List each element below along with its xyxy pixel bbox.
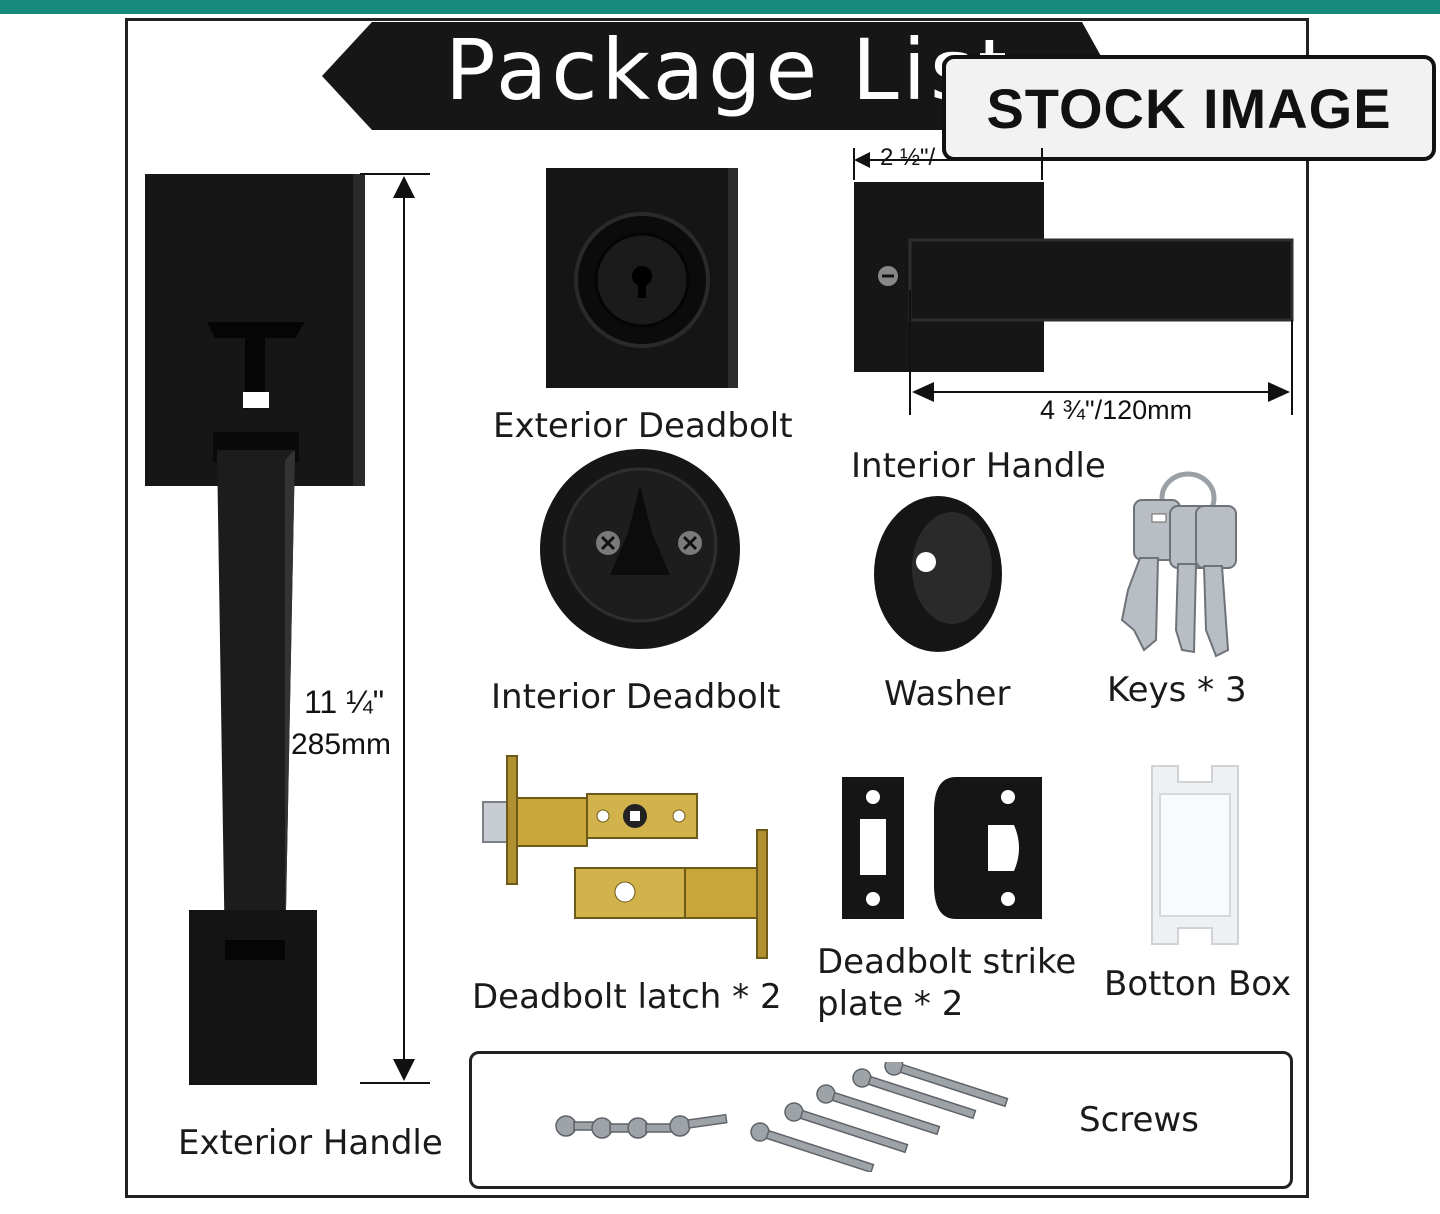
- exterior-handle-image: [145, 174, 365, 1085]
- interior-handle-label: Interior Handle: [851, 446, 1106, 486]
- width-small-label: 2 ½"/: [880, 144, 936, 171]
- width-large-label: 4 ¾"/120mm: [1040, 395, 1193, 425]
- botton-box-image: [1151, 765, 1239, 945]
- keys-label: Keys * 3: [1107, 670, 1247, 710]
- interior-deadbolt-label: Interior Deadbolt: [491, 677, 781, 717]
- keys-image: [1120, 471, 1237, 658]
- stock-image-label: STOCK IMAGE: [986, 76, 1392, 140]
- strike-plate-image: [842, 777, 1042, 919]
- exterior-deadbolt-label: Exterior Deadbolt: [493, 406, 793, 446]
- exterior-deadbolt-image: [546, 168, 738, 388]
- height-dimension-line: [360, 173, 430, 1084]
- deadbolt-latch-label: Deadbolt latch * 2: [472, 977, 782, 1017]
- exterior-handle-label: Exterior Handle: [178, 1123, 443, 1163]
- title-banner: [322, 22, 1112, 130]
- interior-deadbolt-image: [540, 449, 740, 649]
- height-inches-label: 11 ¼": [304, 684, 385, 721]
- strike-plate-label-line1: Deadbolt strike: [817, 942, 1077, 982]
- interior-handle-image: [853, 148, 1294, 415]
- top-accent-bar: [0, 0, 1440, 14]
- page-title: Package List: [445, 21, 1005, 119]
- botton-box-label: Botton Box: [1104, 964, 1292, 1004]
- washer-image: [874, 496, 1002, 652]
- screws-image: [555, 1062, 1009, 1172]
- strike-plate-label-line2: plate * 2: [817, 984, 964, 1024]
- washer-label: Washer: [884, 674, 1011, 714]
- deadbolt-latch-image: [482, 755, 768, 959]
- screws-label: Screws: [1079, 1100, 1199, 1140]
- stock-image-badge: STOCK IMAGE: [942, 55, 1436, 161]
- height-mm-label: 285mm: [291, 728, 392, 762]
- screws-panel: [469, 1051, 1293, 1189]
